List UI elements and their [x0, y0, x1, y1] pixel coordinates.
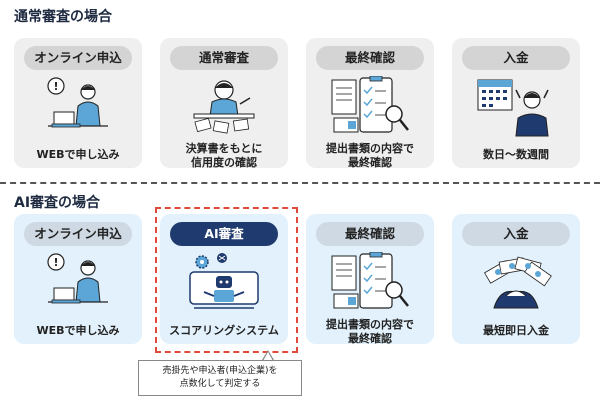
- step-caption: WEBで申し込み: [36, 324, 120, 337]
- step-label: 入金: [462, 222, 570, 246]
- step-caption: 決算書をもとに 信用度の確認: [185, 142, 263, 169]
- step-label: 最終確認: [316, 222, 424, 246]
- person-laptop-icon: !: [47, 77, 108, 128]
- svg-text:!: !: [53, 256, 58, 269]
- card-payment-ai: 入金 最短即日入金: [452, 214, 580, 344]
- card-ai-review: AI審査 スコアリングシステム: [160, 214, 288, 344]
- card-payment: 入金 数日〜数週間: [452, 38, 580, 168]
- ai-review-highlight-frame: [155, 207, 298, 353]
- note-callout-pointer-inner: [263, 352, 273, 361]
- ai-review-title: AI審査の場合: [14, 195, 101, 211]
- ai-robot-gears-icon: [189, 253, 259, 309]
- calendar-distressed-person-icon: [477, 79, 549, 137]
- section-divider: [0, 182, 600, 184]
- card-final-check-ai: 最終確認 提出書類の内容で 最終確認: [306, 214, 434, 345]
- step-label: 最終確認: [316, 46, 424, 70]
- money-hands-icon: [484, 256, 552, 309]
- step-label: オンライン申込: [24, 46, 132, 70]
- normal-review-title: 通常審査の場合: [14, 9, 112, 25]
- step-caption: 数日〜数週間: [483, 148, 549, 161]
- svg-text:!: !: [53, 80, 58, 93]
- card-online-application-ai: オンライン申込 ! WEBで申し込み: [14, 214, 142, 344]
- step-caption: 最短即日入金: [483, 324, 549, 337]
- card-online-application: オンライン申込 ! WEBで申し込み: [14, 38, 142, 168]
- step-label: 入金: [462, 46, 570, 70]
- worried-person-documents-icon: [193, 80, 255, 134]
- step-caption: WEBで申し込み: [36, 148, 120, 161]
- clipboard-checklist-magnifier-icon: [331, 252, 409, 309]
- step-label: AI審査: [170, 222, 278, 246]
- scoring-note-callout: 売掛先や申込者(申込企業)を 点数化して判定する: [138, 360, 302, 396]
- clipboard-checklist-magnifier-icon: [331, 76, 409, 133]
- step-caption: 提出書類の内容で 最終確認: [326, 142, 414, 169]
- person-laptop-icon: !: [47, 253, 108, 304]
- step-label: 通常審査: [170, 46, 278, 70]
- step-caption: 提出書類の内容で 最終確認: [326, 318, 414, 345]
- card-final-check: 最終確認 提出書類の内容で 最終確認: [306, 38, 434, 169]
- step-caption: スコアリングシステム: [169, 324, 279, 337]
- step-label: オンライン申込: [24, 222, 132, 246]
- card-normal-review: 通常審査 決算書をもとに 信用度の確認: [160, 38, 288, 169]
